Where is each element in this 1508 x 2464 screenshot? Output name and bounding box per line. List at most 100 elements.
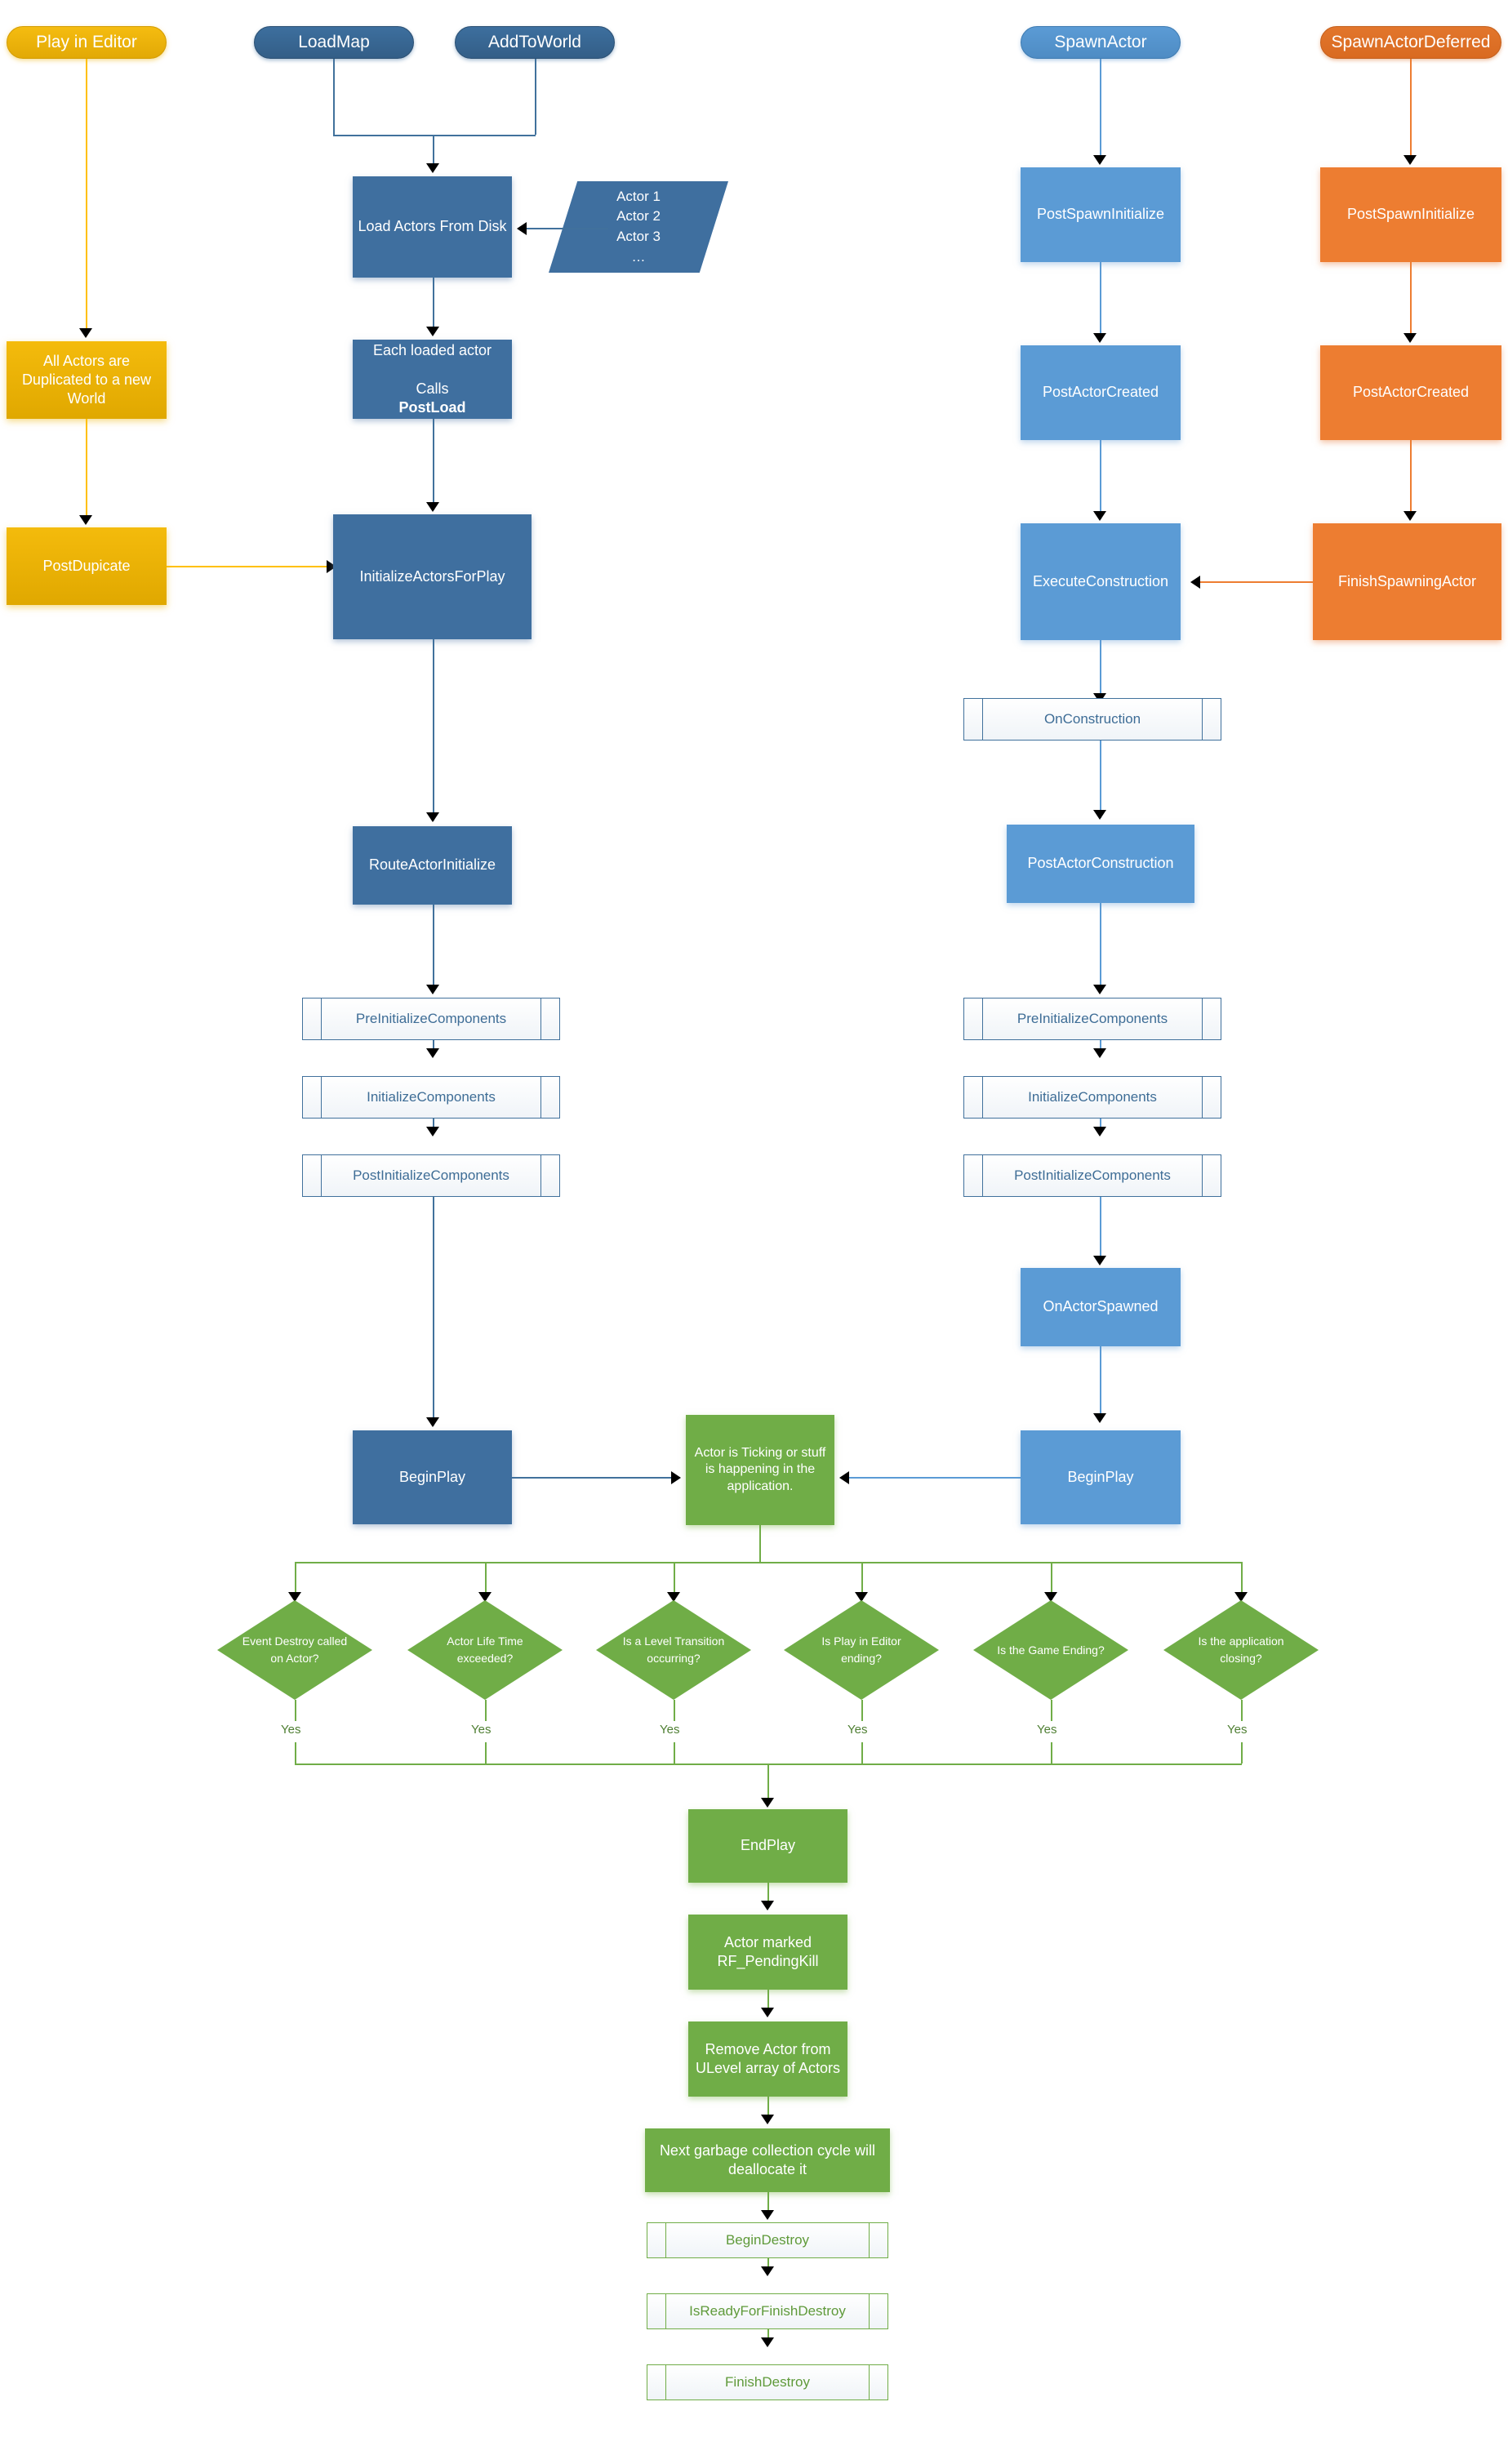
connector-loadmap-down — [333, 59, 335, 135]
connector-routeactor-to-preinit — [433, 905, 434, 991]
node-spawn-actor[interactable]: SpawnActor — [1021, 26, 1181, 59]
node-begin-play-left[interactable]: BeginPlay — [353, 1430, 512, 1524]
node-pre-initialize-components-left[interactable]: PreInitializeComponents — [302, 998, 560, 1040]
connector-beginplay-left-to-ticking — [512, 1477, 675, 1479]
stem2-decision-1 — [295, 1742, 296, 1763]
decision-event-destroy[interactable]: Event Destroy called on Actor? — [217, 1600, 372, 1700]
node-route-actor-initialize-label: RouteActorInitialize — [368, 856, 496, 874]
arrowhead-isready-to-finishdestroy — [761, 2337, 774, 2347]
node-begin-destroy[interactable]: BeginDestroy — [647, 2222, 888, 2258]
node-next-garbage-collection[interactable]: Next garbage collection cycle will deall… — [645, 2128, 890, 2192]
arrowhead-postspawn-to-postactorcreated-orange — [1403, 333, 1417, 343]
arrowhead-beginplay-left-to-ticking — [671, 1471, 681, 1484]
node-execute-construction-label: ExecuteConstruction — [1032, 572, 1169, 589]
arrowhead-begindestroy-to-isready — [761, 2266, 774, 2276]
node-post-actor-created-blue[interactable]: PostActorCreated — [1021, 345, 1181, 440]
node-remove-actor-from-ulevel[interactable]: Remove Actor from ULevel array of Actors — [688, 2021, 847, 2097]
node-begin-play-right-label: BeginPlay — [1067, 1468, 1134, 1485]
arrowhead-actorlist-to-loadactors — [517, 222, 527, 235]
node-play-in-editor-label: Play in Editor — [36, 32, 137, 51]
node-post-actor-construction[interactable]: PostActorConstruction — [1007, 825, 1194, 903]
decision-play-in-editor-ending[interactable]: Is Play in Editor ending? — [784, 1600, 939, 1700]
node-pre-initialize-components-right-label: PreInitializeComponents — [1016, 1011, 1168, 1026]
node-post-initialize-components-right[interactable]: PostInitializeComponents — [963, 1154, 1221, 1197]
node-route-actor-initialize[interactable]: RouteActorInitialize — [353, 826, 512, 905]
stem-decision-2 — [485, 1700, 487, 1721]
node-initialize-actors-for-play[interactable]: InitializeActorsForPlay — [333, 514, 532, 639]
node-each-loaded-actor-postload[interactable]: Each loaded actor Calls PostLoad — [353, 340, 512, 419]
node-post-initialize-components-left-label: PostInitializeComponents — [353, 1168, 509, 1183]
connector-join-to-loadactors — [433, 135, 434, 171]
node-on-construction-label: OnConstruction — [1043, 711, 1141, 727]
stem-decision-4 — [861, 1700, 863, 1721]
decision-3-answer: Yes — [660, 1723, 680, 1737]
decision-2-answer: Yes — [471, 1723, 492, 1737]
connector-duplicate-to-postdupicate — [86, 419, 87, 523]
node-post-dupicate[interactable]: PostDupicate — [7, 527, 167, 605]
node-all-actors-duplicated-label: All Actors are Duplicated to a new World — [21, 352, 152, 407]
node-pre-initialize-components-right[interactable]: PreInitializeComponents — [963, 998, 1221, 1040]
arrowhead-postactorcreated-to-executeconstruction — [1093, 511, 1106, 521]
decision-actor-life-time[interactable]: Actor Life Time exceeded? — [407, 1600, 563, 1700]
node-spawn-actor-label: SpawnActor — [1054, 32, 1147, 51]
node-initialize-components-right[interactable]: InitializeComponents — [963, 1076, 1221, 1119]
node-all-actors-duplicated[interactable]: All Actors are Duplicated to a new World — [7, 341, 167, 419]
node-on-actor-spawned-label: OnActorSpawned — [1043, 1298, 1159, 1315]
connector-executeconstruction-to-onconstruction — [1100, 640, 1101, 701]
connector-remove-to-gc — [767, 2097, 769, 2121]
connector-beginplay-right-to-ticking — [849, 1477, 1021, 1479]
node-is-ready-for-finish-destroy[interactable]: IsReadyForFinishDestroy — [647, 2293, 888, 2329]
stem2-decision-3 — [674, 1742, 675, 1763]
node-load-map[interactable]: LoadMap — [254, 26, 414, 59]
node-pre-initialize-components-left-label: PreInitializeComponents — [355, 1011, 507, 1026]
node-actor-ticking[interactable]: Actor is Ticking or stuff is happening i… — [686, 1415, 834, 1525]
node-actor-marked-pendingkill[interactable]: Actor marked RF_PendingKill — [688, 1915, 847, 1990]
node-post-initialize-components-left[interactable]: PostInitializeComponents — [302, 1154, 560, 1197]
node-remove-actor-from-ulevel-label: Remove Actor from ULevel array of Actors — [695, 2040, 841, 2076]
arrowhead-onconstruction-to-postactorconstruction — [1093, 810, 1106, 820]
node-post-spawn-initialize-orange[interactable]: PostSpawnInitialize — [1320, 167, 1501, 262]
decision-event-destroy-label: Event Destroy called on Actor? — [242, 1635, 348, 1665]
decision-game-ending[interactable]: Is the Game Ending? — [973, 1600, 1128, 1700]
node-add-to-world[interactable]: AddToWorld — [455, 26, 615, 59]
node-post-spawn-initialize-blue[interactable]: PostSpawnInitialize — [1021, 167, 1181, 262]
connector-loadactors-to-postload — [433, 278, 434, 333]
node-next-garbage-collection-label: Next garbage collection cycle will deall… — [659, 2142, 876, 2177]
connector-postspawn-to-postactorcreated-blue — [1100, 262, 1101, 341]
decision-6-answer: Yes — [1227, 1723, 1248, 1737]
node-load-actors-from-disk[interactable]: Load Actors From Disk — [353, 176, 512, 278]
decision-application-closing[interactable]: Is the application closing? — [1163, 1600, 1319, 1700]
node-spawn-actor-deferred[interactable]: SpawnActorDeferred — [1320, 26, 1501, 59]
node-on-construction[interactable]: OnConstruction — [963, 698, 1221, 741]
node-finish-spawning-actor[interactable]: FinishSpawningActor — [1313, 523, 1501, 640]
node-end-play-label: EndPlay — [740, 1837, 796, 1854]
arrowhead-onactorspawned-to-beginplay-right — [1093, 1413, 1106, 1423]
decision-level-transition[interactable]: Is a Level Transition occurring? — [596, 1600, 751, 1700]
node-post-spawn-initialize-orange-label: PostSpawnInitialize — [1346, 206, 1475, 223]
node-begin-play-right[interactable]: BeginPlay — [1021, 1430, 1181, 1524]
node-initialize-components-left-label: InitializeComponents — [367, 1089, 496, 1105]
actor-list-line-3: Actor 3 — [616, 229, 661, 244]
connector-begindestroy-to-isready — [767, 2258, 769, 2273]
node-initialize-components-left[interactable]: InitializeComponents — [302, 1076, 560, 1119]
node-on-actor-spawned[interactable]: OnActorSpawned — [1021, 1268, 1181, 1346]
node-finish-destroy[interactable]: FinishDestroy — [647, 2364, 888, 2400]
decision-4-answer: Yes — [847, 1723, 868, 1737]
node-add-to-world-label: AddToWorld — [487, 32, 581, 51]
decision-1-answer: Yes — [281, 1723, 301, 1737]
node-post-spawn-initialize-blue-label: PostSpawnInitialize — [1036, 206, 1165, 223]
node-execute-construction[interactable]: ExecuteConstruction — [1021, 523, 1181, 640]
arrowhead-finishspawning-to-executeconstruction — [1190, 576, 1200, 589]
node-post-actor-created-orange[interactable]: PostActorCreated — [1320, 345, 1501, 440]
connector-endplay-to-marked — [767, 1883, 769, 1907]
stem2-decision-4 — [861, 1742, 863, 1763]
node-play-in-editor[interactable]: Play in Editor — [7, 26, 167, 59]
arrowhead-postinit-to-beginplay-left — [426, 1417, 439, 1427]
connector-deferred-to-postspawn — [1410, 59, 1412, 163]
arrowhead-loadactors-to-postload — [426, 327, 439, 336]
node-each-loaded-actor-line1: Each loaded actor — [372, 342, 492, 359]
node-finish-spawning-actor-label: FinishSpawningActor — [1337, 572, 1477, 589]
actor-list-line-2: Actor 2 — [616, 208, 661, 225]
node-end-play[interactable]: EndPlay — [688, 1809, 847, 1883]
node-actor-list[interactable]: Actor 1 Actor 2 Actor 3 … — [549, 181, 728, 273]
